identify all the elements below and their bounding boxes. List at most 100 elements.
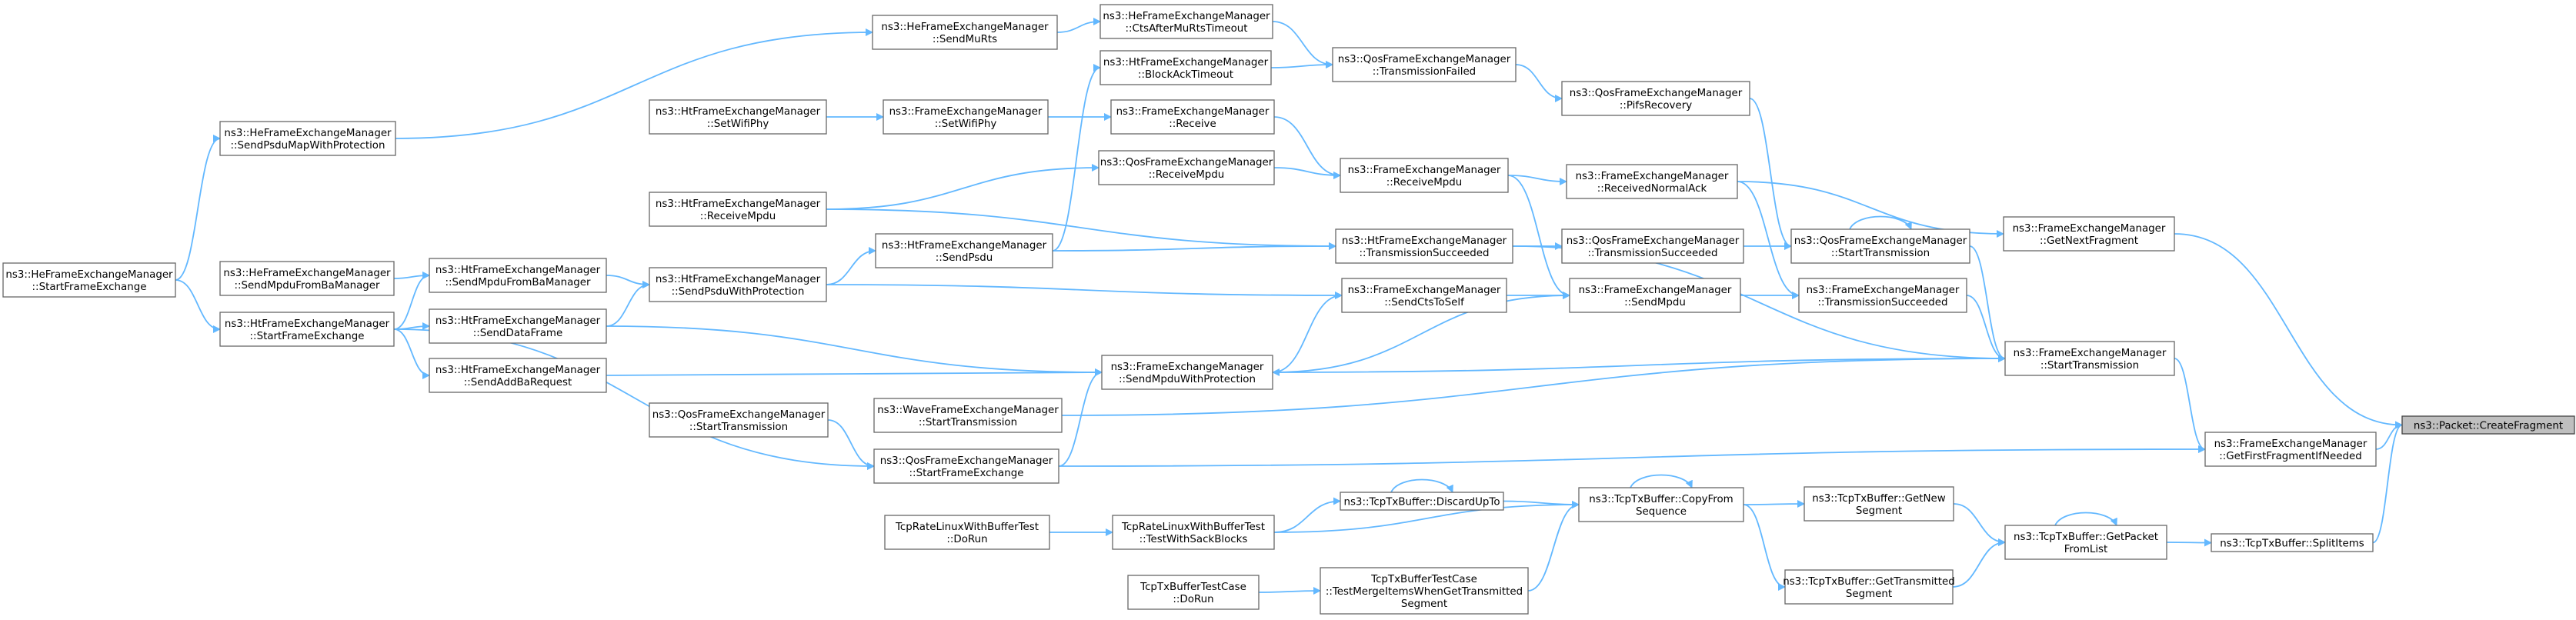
node-box	[2401, 415, 2575, 435]
node-box	[1569, 278, 1741, 313]
graph-node-ht-setwifiphy[interactable]: ns3::HtFrameExchangeManager::SetWifiPhy	[649, 99, 827, 135]
call-edge	[826, 164, 1099, 210]
node-label-line: ::ReceiveMpdu	[700, 211, 776, 222]
graph-node-qos-receivempdu[interactable]: ns3::QosFrameExchangeManager::ReceiveMpd…	[1098, 150, 1275, 185]
graph-node-ht-senddataframe[interactable]: ns3::HtFrameExchangeManager::SendDataFra…	[429, 308, 607, 344]
call-edge	[826, 284, 1343, 299]
graph-node-fem-receivednormalack[interactable]: ns3::FrameExchangeManager::ReceivedNorma…	[1566, 164, 1738, 199]
call-edge	[1737, 181, 2004, 238]
graph-node-testmergeitems[interactable]: TcpTxBufferTestCase::TestMergeItemsWhenG…	[1320, 567, 1529, 615]
node-box	[1127, 575, 1260, 610]
graph-node-txbuffertestdorun[interactable]: TcpTxBufferTestCase::DoRun	[1127, 575, 1260, 610]
graph-node-ht-sendaddbarequest[interactable]: ns3::HtFrameExchangeManager::SendAddBaRe…	[429, 358, 607, 393]
node-label-line: ::StartFrameExchange	[250, 331, 365, 342]
call-edge	[1058, 445, 2206, 467]
call-edge	[1272, 292, 1343, 373]
node-box	[2004, 341, 2175, 376]
node-label-line: ::SetWifiPhy	[935, 118, 997, 130]
node-label-line: ::SendMpdu	[1624, 297, 1686, 308]
graph-node-he-ctsaftermurtstimeout[interactable]: ns3::HeFrameExchangeManager::CtsAfterMuR…	[1099, 4, 1273, 39]
graph-node-qos-starttransmission[interactable]: ns3::QosFrameExchangeManager::StartTrans…	[1790, 228, 1970, 264]
call-edge	[1258, 587, 1321, 595]
node-box	[1561, 228, 1744, 264]
graph-node-he-sendpsdumapwithprotection[interactable]: ns3::HeFrameExchangeManager::SendPsduMap…	[219, 121, 396, 156]
graph-node-qos-transmissionfailed[interactable]: ns3::QosFrameExchangeManager::Transmissi…	[1332, 47, 1517, 82]
call-edge	[2054, 512, 2117, 526]
graph-node-fem-setwifiphy[interactable]: ns3::FrameExchangeManager::SetWifiPhy	[883, 99, 1049, 135]
node-box	[884, 515, 1050, 550]
graph-node-qos-pifsrecovery[interactable]: ns3::QosFrameExchangeManager::PifsRecove…	[1561, 81, 1750, 116]
graph-node-fem-receivempdu[interactable]: ns3::FrameExchangeManager::ReceiveMpdu	[1340, 158, 1509, 193]
call-edge	[606, 281, 650, 327]
node-label-line: ns3::HeFrameExchangeManager	[224, 128, 392, 139]
node-label-line: ns3::FrameExchangeManager	[1807, 285, 1960, 296]
graph-node-ht-transmissionsucceeded[interactable]: ns3::HtFrameExchangeManager::Transmissio…	[1335, 228, 1513, 264]
graph-node-ht-blockacktimeout[interactable]: ns3::HtFrameExchangeManager::BlockAckTim…	[1099, 50, 1272, 85]
node-label-line: ::SendDataFrame	[473, 328, 562, 339]
node-box	[1098, 150, 1275, 185]
graph-node-fem-receive[interactable]: ns3::FrameExchangeManager::Receive	[1110, 99, 1275, 135]
graph-node-splititems[interactable]: ns3::TcpTxBuffer::SplitItems	[2211, 533, 2374, 552]
call-edge	[826, 208, 1336, 250]
graph-node-createfragment[interactable]: ns3::Packet::CreateFragment	[2401, 415, 2575, 435]
node-label-line: ns3::FrameExchangeManager	[1579, 285, 1732, 296]
call-edge	[2372, 421, 2403, 544]
graph-node-fem-sendctstoself[interactable]: ns3::FrameExchangeManager::SendCtsToSelf	[1341, 278, 1507, 313]
graph-node-getnextfragment[interactable]: ns3::FrameExchangeManager::GetNextFragme…	[2003, 216, 2175, 252]
node-label-line: ::SendMuRts	[933, 34, 997, 45]
graph-node-ht-sendmpdufrombamanager[interactable]: ns3::HtFrameExchangeManager::SendMpduFro…	[429, 258, 607, 293]
graph-node-qos-starttransmission2[interactable]: ns3::QosFrameExchangeManager::StartTrans…	[649, 402, 829, 438]
graph-node-fem-sendmpduwithprotection[interactable]: ns3::FrameExchangeManager::SendMpduWithP…	[1101, 355, 1273, 390]
node-box	[649, 402, 829, 438]
node-label-line: ns3::QosFrameExchangeManager	[880, 455, 1053, 467]
graph-node-fem-transmissionsucceeded[interactable]: ns3::FrameExchangeManager::TransmissionS…	[1798, 278, 1967, 313]
graph-node-qos-startframeexchange[interactable]: ns3::QosFrameExchangeManager::StartFrame…	[873, 448, 1059, 484]
graph-node-ratelinuxdorun[interactable]: TcpRateLinuxWithBufferTest::DoRun	[884, 515, 1050, 550]
node-label-line: ::DoRun	[946, 534, 987, 545]
node-label-line: Segment	[1401, 598, 1447, 610]
graph-node-discardupto[interactable]: ns3::TcpTxBuffer::DiscardUpTo	[1340, 492, 1504, 511]
node-box	[873, 448, 1059, 484]
node-label-line: ::StartTransmission	[2040, 360, 2139, 372]
graph-node-ht-receivempdu[interactable]: ns3::HtFrameExchangeManager::ReceiveMpdu	[649, 192, 827, 227]
graph-node-he-sendmpdufrombamanager[interactable]: ns3::HeFrameExchangeManager::SendMpduFro…	[219, 261, 395, 296]
node-box	[883, 99, 1049, 135]
graph-node-getfirstfragment[interactable]: ns3::FrameExchangeManager::GetFirstFragm…	[2204, 432, 2377, 467]
node-label-line: ::TransmissionFailed	[1373, 66, 1476, 78]
call-edge	[1953, 503, 2006, 546]
node-box	[1340, 492, 1504, 511]
node-label-line: ns3::HeFrameExchangeManager	[881, 22, 1049, 33]
call-edge	[1273, 116, 1341, 179]
node-label-line: ns3::HtFrameExchangeManager	[225, 318, 390, 330]
graph-node-he-sendmurts[interactable]: ns3::HeFrameExchangeManager::SendMuRts	[872, 15, 1058, 50]
node-label-line: ns3::HeFrameExchangeManager	[223, 268, 391, 279]
call-edge	[1272, 358, 2006, 376]
node-label-line: Segment	[1846, 588, 1892, 600]
graph-node-qos-transmissionsucceeded[interactable]: ns3::QosFrameExchangeManager::Transmissi…	[1561, 228, 1744, 264]
node-label-line: ns3::HeFrameExchangeManager	[1103, 11, 1270, 22]
node-label-line: ::StartFrameExchange	[32, 282, 147, 293]
graph-node-fem-sendmpdu[interactable]: ns3::FrameExchangeManager::SendMpdu	[1569, 278, 1741, 313]
node-label-line: TcpRateLinuxWithBufferTest	[895, 522, 1039, 533]
graph-node-wave-starttransmission[interactable]: ns3::WaveFrameExchangeManager::StartTran…	[873, 398, 1063, 433]
graph-node-fem-starttransmission[interactable]: ns3::FrameExchangeManager::StartTransmis…	[2004, 341, 2175, 376]
node-box	[1804, 486, 1954, 522]
node-box	[1561, 81, 1750, 116]
node-label-line: FromList	[2064, 544, 2108, 555]
node-label-line: ns3::FrameExchangeManager	[1576, 171, 1729, 182]
call-edge	[1061, 355, 2006, 416]
call-edge	[606, 275, 650, 288]
graph-node-he-startframeexchange[interactable]: ns3::HeFrameExchangeManager::StartFrameE…	[2, 262, 176, 298]
call-edge	[1966, 295, 2006, 362]
graph-node-ht-sendpsduwithprotection[interactable]: ns3::HtFrameExchangeManager::SendPsduWit…	[649, 267, 827, 302]
graph-node-ht-sendpsdu[interactable]: ns3::HtFrameExchangeManager::SendPsdu	[875, 233, 1053, 268]
node-label-line: ns3::HtFrameExchangeManager	[435, 365, 601, 376]
graph-node-ht-startframeexchange[interactable]: ns3::HtFrameExchangeManager::StartFrameE…	[219, 312, 395, 347]
graph-node-testwithsackblocks[interactable]: TcpRateLinuxWithBufferTest::TestWithSack…	[1112, 515, 1275, 550]
call-edge	[827, 419, 875, 470]
node-label-line: ::SendMpduWithProtection	[1119, 374, 1256, 385]
